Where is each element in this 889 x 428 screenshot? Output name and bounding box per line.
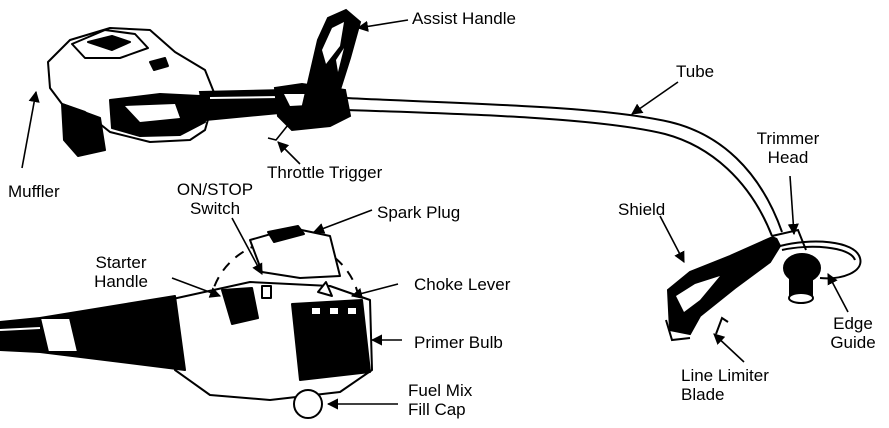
label-trimmer-head: Trimmer Head xyxy=(748,129,828,167)
label-on-stop-line1: ON/STOP xyxy=(176,180,254,199)
label-tube: Tube xyxy=(676,62,715,81)
label-fuel-line1: Fuel Mix xyxy=(408,381,473,400)
label-spark-plug: Spark Plug xyxy=(377,203,461,222)
label-choke-lever: Choke Lever xyxy=(414,275,511,294)
label-line-limiter-blade: Line Limiter Blade xyxy=(681,366,769,404)
trimmer-head-drawing xyxy=(771,228,821,304)
label-primer-bulb: Primer Bulb xyxy=(414,333,503,352)
label-fuel-mix-fill-cap: Fuel Mix Fill Cap xyxy=(408,381,472,419)
label-starter-line2: Handle xyxy=(94,272,148,291)
leader-lines xyxy=(21,19,849,410)
label-shield: Shield xyxy=(618,200,666,219)
trimmer-engine-housing xyxy=(47,27,216,157)
assist-handle-drawing xyxy=(298,8,362,122)
tube-drawing xyxy=(344,97,783,237)
edge-guide-drawing xyxy=(779,240,862,280)
label-edge-guide: Edge Guide xyxy=(820,314,886,352)
label-on-stop-line2: Switch xyxy=(189,199,241,218)
label-muffler: Muffler xyxy=(8,182,60,201)
shield-drawing xyxy=(665,234,782,342)
label-on-stop-switch: ON/STOP Switch xyxy=(160,180,270,218)
label-trimmer-head-line1: Trimmer xyxy=(756,129,820,148)
label-starter-line1: Starter xyxy=(95,253,147,272)
label-assist-handle: Assist Handle xyxy=(412,9,516,28)
label-edge-line1: Edge xyxy=(833,314,873,333)
label-fuel-line2: Fill Cap xyxy=(408,400,466,419)
label-limiter-line1: Line Limiter xyxy=(681,366,769,385)
label-limiter-line2: Blade xyxy=(681,385,725,404)
label-trimmer-head-line2: Head xyxy=(767,148,809,167)
label-edge-line2: Guide xyxy=(830,333,876,352)
label-throttle-trigger: Throttle Trigger xyxy=(267,163,383,182)
label-starter-handle: Starter Handle xyxy=(76,253,166,291)
closeup-engine xyxy=(0,225,373,419)
